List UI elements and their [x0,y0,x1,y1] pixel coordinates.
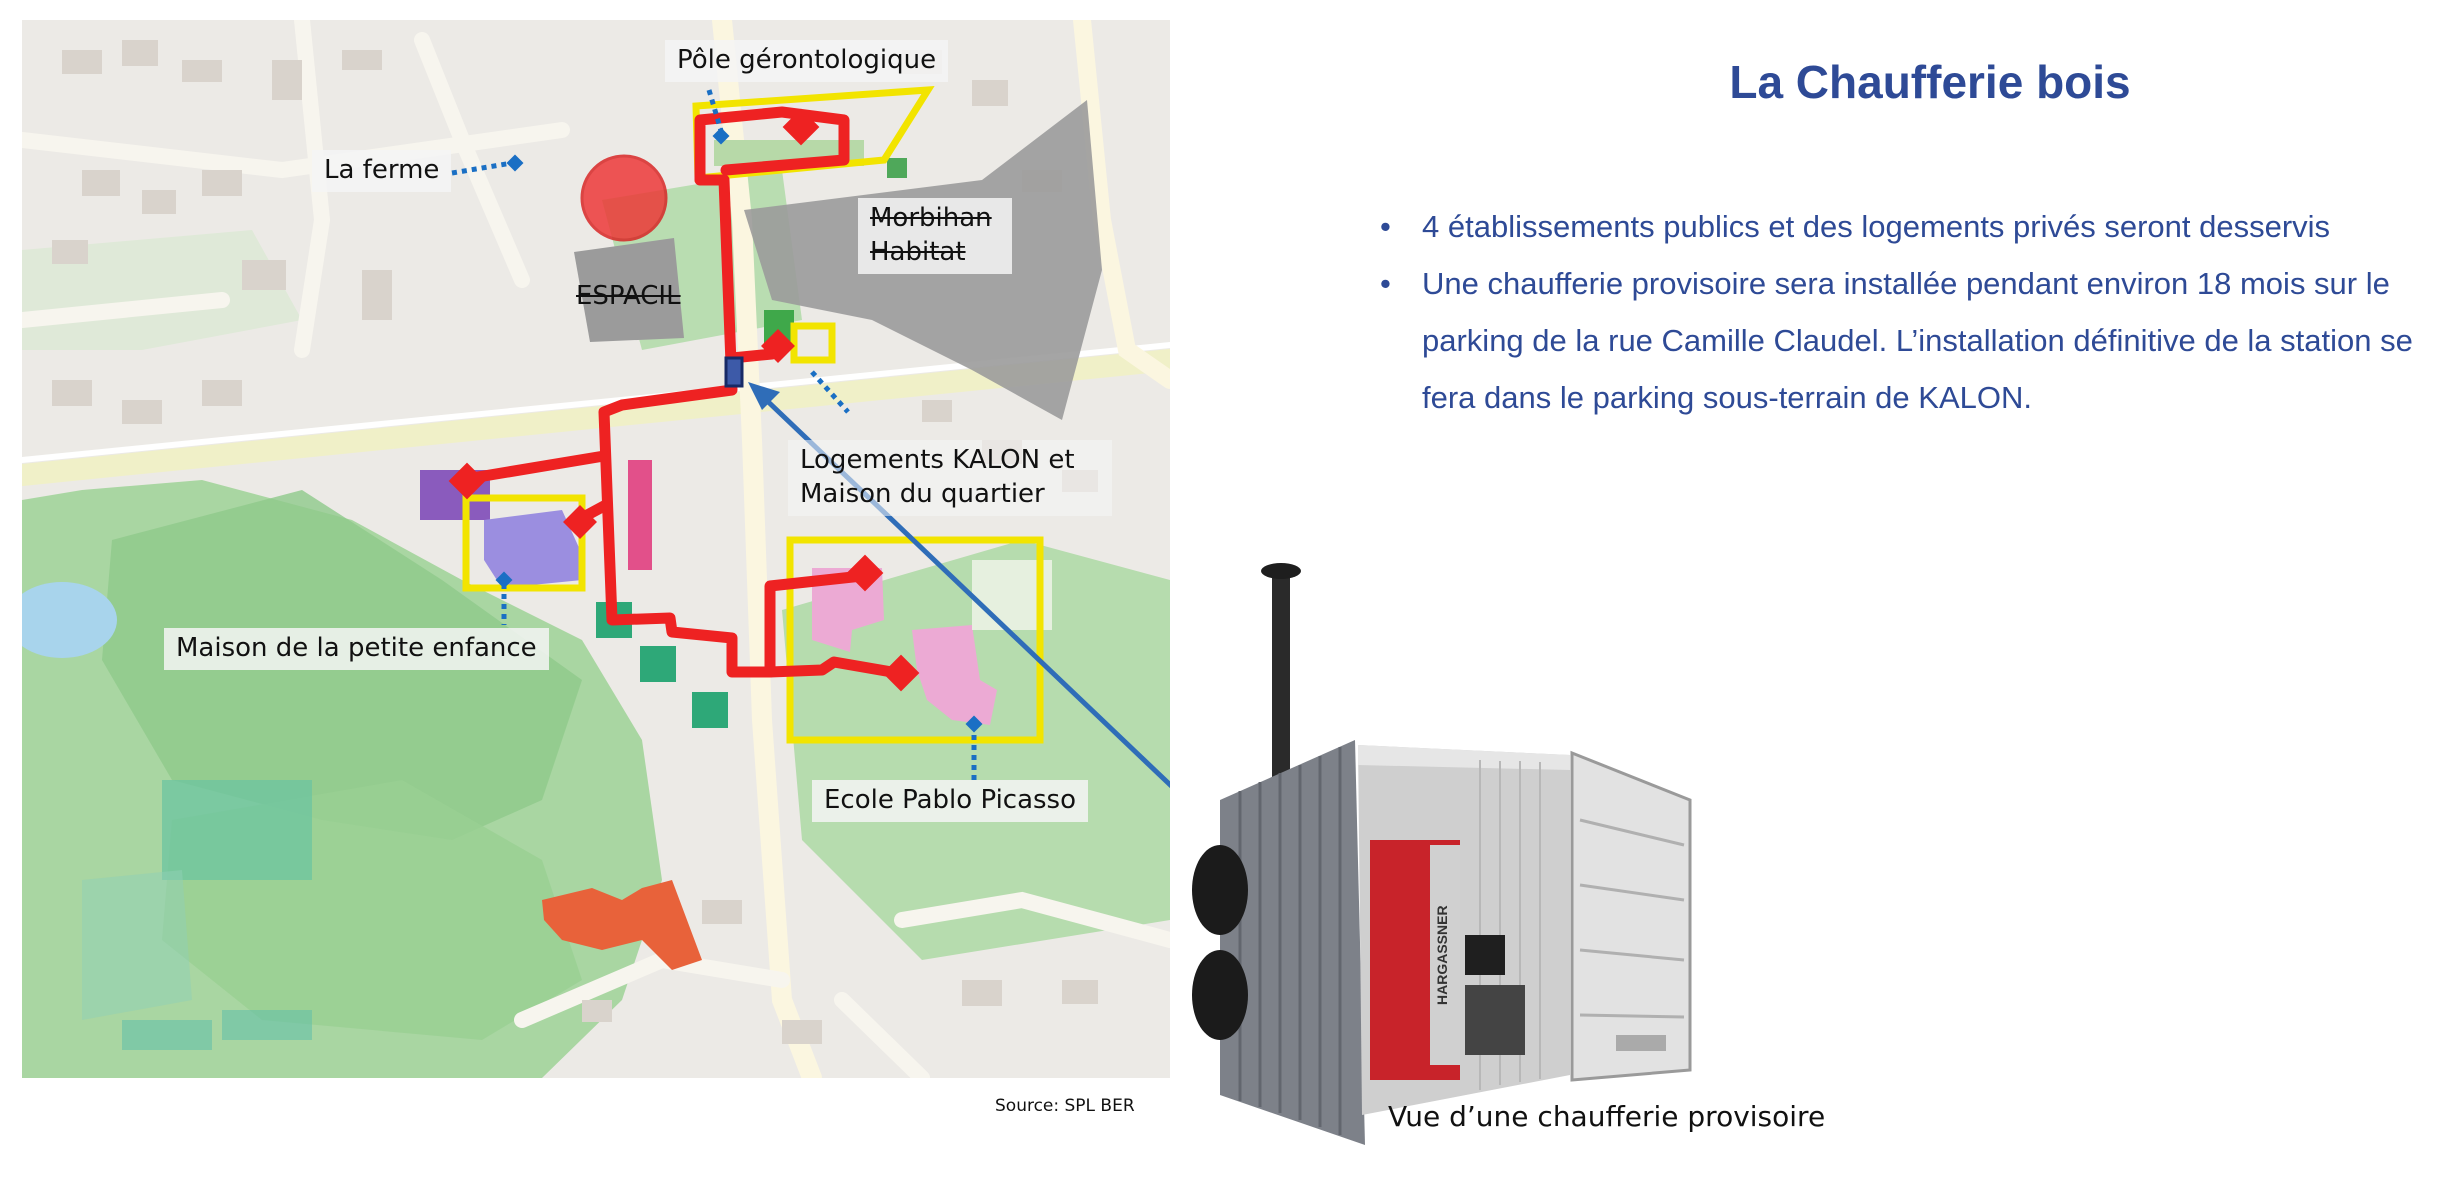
network-nodes [448,108,920,692]
map-source: Source: SPL BER [995,1096,1135,1116]
la-ferme-chaufferie-marker [580,154,668,242]
heating-network [466,106,898,678]
ecole-building-2 [912,625,997,725]
container-left-side [1220,740,1365,1145]
label-logements-kalon: Logements KALON et Maison du quartier [788,440,1112,516]
bullet-item: 4 établissements publics et des logement… [1380,198,2440,255]
temporary-boiler-location [724,356,744,388]
label-ecole-pablo-picasso: Ecole Pablo Picasso [812,780,1089,822]
espacil-building [574,238,684,342]
callout-markers [495,127,983,733]
label-morbihan-habitat: Morbihan Habitat [858,198,1012,274]
air-duct-upper [1192,845,1248,935]
temporary-boiler-photo: HARGASSNER [1192,563,1692,1145]
chimney-pipe [1272,575,1290,815]
label-pole-gerontologique: Pôle gérontologique [665,40,949,82]
bullet-list: 4 établissements publics et des logement… [1380,198,2440,426]
boiler-brand: HARGASSNER [1434,905,1450,1005]
chimney-cap [1261,563,1301,579]
maison-petite-enfance-building [484,510,582,588]
label-espacil: ESPACIL [576,281,681,311]
control-panel [1465,935,1505,975]
label-la-ferme: La ferme [312,150,452,192]
air-duct-lower [1192,950,1248,1040]
container-open-door [1570,750,1692,1082]
label-maison-petite-enfance: Maison de la petite enfance [164,628,549,670]
page-title: La Chaufferie bois [1729,56,2131,108]
bullet-item: Une chaufferie provisoire sera installée… [1380,255,2440,426]
district-heating-map [22,20,1170,1078]
photo-caption: Vue d’une chaufferie provisoire [1388,1100,1826,1133]
callout-leaders [451,89,977,780]
school-annex-building [542,880,702,970]
